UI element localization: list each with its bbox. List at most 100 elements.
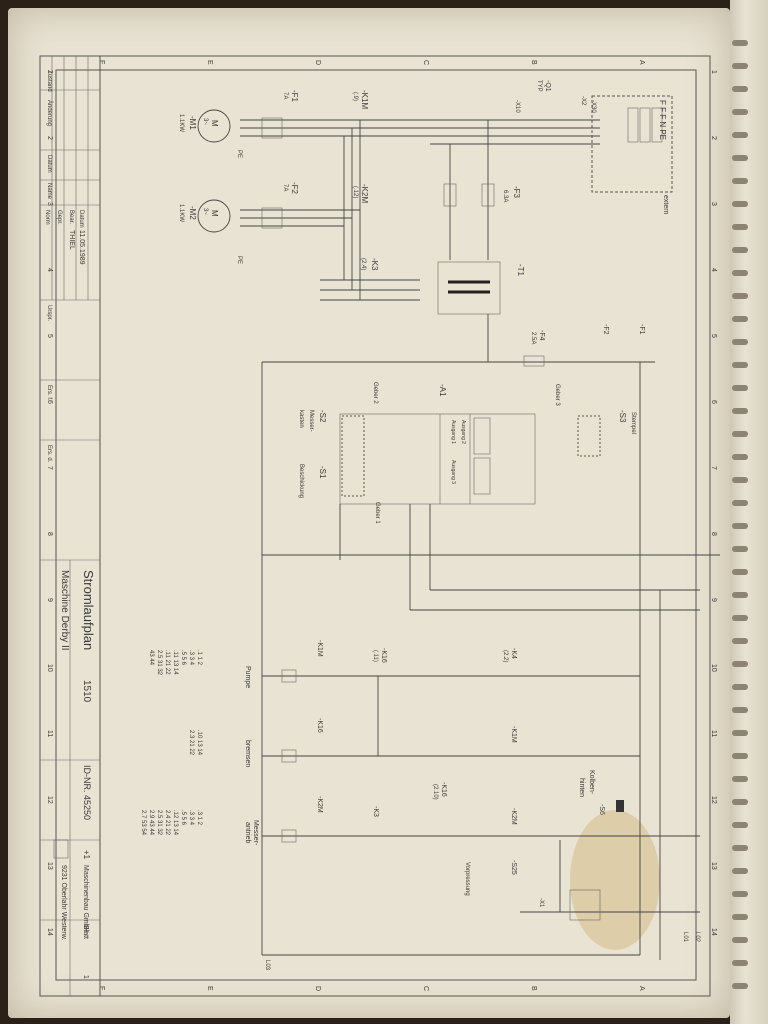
row-marker: C xyxy=(422,60,429,65)
geber-1-label: Geber 1 xyxy=(374,502,380,524)
controller-a1: -A1 Ausgang 1 Ausgang 2 Ausgang 3 xyxy=(339,384,536,505)
binding-ring xyxy=(732,201,748,207)
s6-label: -S6 xyxy=(598,804,605,815)
s2-label: -S2 xyxy=(318,410,327,423)
column-marker: 11 xyxy=(46,730,53,737)
f3-label: -F3 xyxy=(512,186,521,199)
name-col-label: Name xyxy=(46,183,52,200)
ausgang-2: Ausgang 2 xyxy=(460,420,466,444)
contact-ref-row: .11 21 22 xyxy=(164,650,170,675)
binding-ring xyxy=(732,247,748,253)
k4-label: -K4 xyxy=(510,648,517,659)
valve-symbol xyxy=(569,889,601,921)
inner-frame xyxy=(55,69,697,981)
contact-ref-row: 2.5 31 32 xyxy=(156,810,162,836)
column-marker: 3 xyxy=(710,202,717,206)
ers-f-label: Ers. f. xyxy=(46,385,52,401)
x30-label: -X30 xyxy=(590,100,596,113)
drawing-number: 1510 xyxy=(81,680,92,703)
date-value: 11.05.1989 xyxy=(78,230,85,265)
machine-name: Maschine Derby II xyxy=(59,570,70,651)
binding-ring xyxy=(732,753,748,759)
binding-ring xyxy=(732,454,748,460)
drawing-title: Stromlaufplan xyxy=(81,570,96,650)
f2-sub: 7A xyxy=(282,184,288,191)
coffee-stain xyxy=(570,810,660,950)
k16b-label: -K16 xyxy=(440,782,447,797)
binding-ring xyxy=(732,63,748,69)
motor-m1: M 3~ -M1 1.1KW PE xyxy=(178,109,242,158)
binding-ring xyxy=(732,339,748,345)
column-marker: 1 xyxy=(46,70,53,74)
messer-antrieb-1: Messer- xyxy=(252,820,259,846)
k1m-ctl-label: -K1M xyxy=(510,726,517,743)
m1-power: 1.1KW xyxy=(178,114,184,132)
contact-ref-row: 2.5 31 32 xyxy=(156,650,162,676)
m1-label: -M1 xyxy=(188,116,197,130)
binding-ring xyxy=(732,661,748,667)
title-block: Zustand Änderung Datum Name Datum 11.05.… xyxy=(39,55,101,997)
contact-ref-row: 2.7 53 54 xyxy=(140,810,146,836)
k1m-coil-label: -K1M xyxy=(316,640,323,657)
binding-ring xyxy=(732,868,748,874)
contact-ref-row: 2.9 43 44 xyxy=(148,810,154,836)
binding-ring xyxy=(732,845,748,851)
f1-sub: 7A xyxy=(282,92,288,99)
zustand-label: Zustand xyxy=(46,70,52,92)
x10-label: -X10 xyxy=(514,100,520,113)
column-marker: 6 xyxy=(710,400,717,404)
binding-ring xyxy=(732,385,748,391)
contact-ref-row: .3 3 4 xyxy=(188,810,194,826)
binding-ring xyxy=(732,109,748,115)
column-marker: 3 xyxy=(46,202,53,206)
s25-label: -S25 xyxy=(510,860,517,875)
binding-ring xyxy=(732,293,748,299)
k4-ref: (2.2) xyxy=(502,650,508,662)
k1m-label: -K1M xyxy=(360,90,369,109)
s3-sub: Stempel xyxy=(630,412,636,434)
vorpressung-label: Vorpressung xyxy=(464,862,470,896)
column-marker: 9 xyxy=(46,598,53,602)
m1-symbol: M xyxy=(210,120,219,127)
column-marker: 14 xyxy=(46,928,53,936)
binding-ring xyxy=(732,362,748,368)
k2m-coil-label: -K2M xyxy=(316,796,323,813)
pumpe-label: Pumpe xyxy=(244,666,251,688)
k2m-ref: (.12) xyxy=(352,186,358,198)
sheet-label: Blatt xyxy=(82,925,89,939)
l02-label: L02 xyxy=(694,932,700,943)
k2m-ctl-label: -K2M xyxy=(510,808,517,825)
k16-ref: (.11) xyxy=(372,650,378,662)
contact-ref-row: .3 1 2 xyxy=(196,810,202,826)
row-marker: C xyxy=(422,986,429,991)
binding-ring xyxy=(732,983,748,989)
binding-ring xyxy=(732,891,748,897)
row-marker: D xyxy=(314,60,321,65)
binding-ring xyxy=(732,615,748,621)
row-marker: F xyxy=(98,986,105,990)
k2m-contact-table: .3 1 2.3 3 4.5 5 6.12 13 142.4 21 222.5 … xyxy=(140,810,202,836)
binding-ring xyxy=(732,546,748,552)
contact-ref-row: .5 5 6 xyxy=(180,650,186,666)
messer-antrieb-2: antrieb xyxy=(244,822,251,844)
column-marker: 6 xyxy=(46,400,53,404)
k2m-label: -K2M xyxy=(360,184,369,203)
sheet-plus: +1 xyxy=(82,850,91,860)
date-label: Datum xyxy=(78,210,84,228)
f4-sub: 2.5A xyxy=(530,332,536,344)
contact-ref-row: .1 1 2 xyxy=(196,650,202,666)
binding-ring xyxy=(732,592,748,598)
contact-ref-row: 2.3 21 22 xyxy=(188,730,194,756)
binding-ring xyxy=(732,477,748,483)
column-marker: 1 xyxy=(710,70,717,74)
k3-label: -K3 xyxy=(370,258,379,271)
contact-ref-row: .11 13 14 xyxy=(172,650,178,675)
x1-label: -X1 xyxy=(538,898,544,908)
fuse-symbol xyxy=(443,183,457,207)
power-bus xyxy=(240,119,600,301)
row-marker: F xyxy=(98,60,105,64)
gepr-label: Gepr. xyxy=(56,210,62,225)
binding-ring xyxy=(732,822,748,828)
